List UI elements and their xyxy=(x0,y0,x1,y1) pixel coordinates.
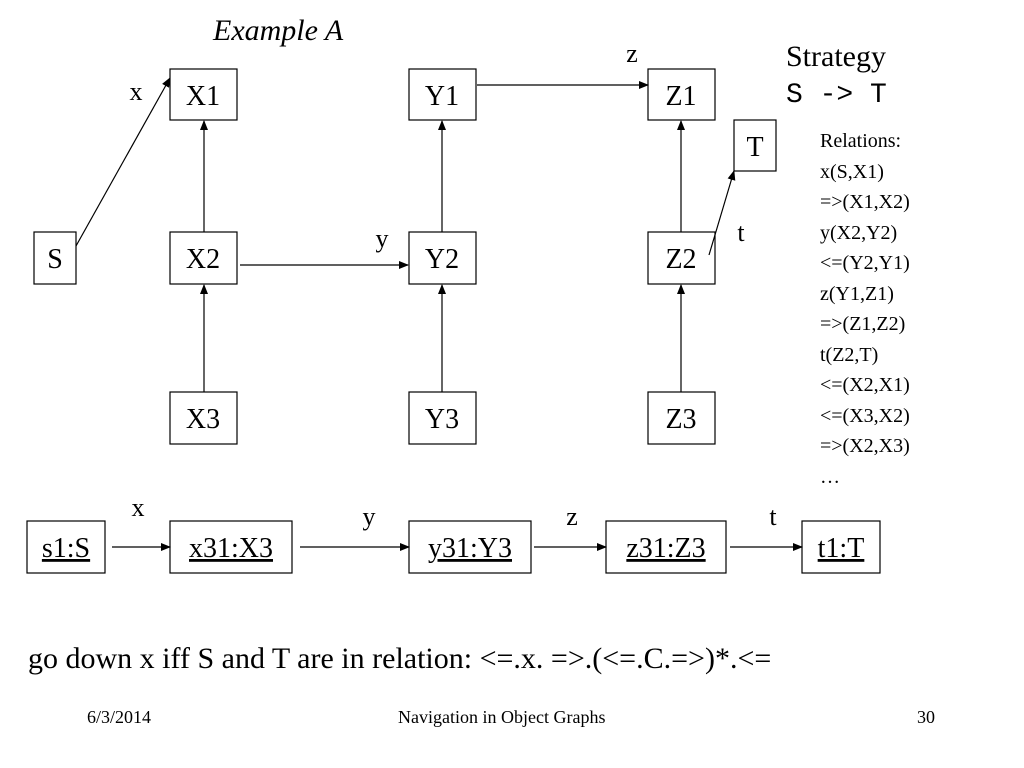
node-y1-label: Y1 xyxy=(425,81,459,112)
relations-heading: Relations: xyxy=(820,130,902,152)
object-x31-label: x31:X3 xyxy=(189,533,273,564)
object-z31-label: z31:Z3 xyxy=(626,533,705,564)
object-edge-label-t: t xyxy=(769,502,777,531)
relation-item: <=(X3,X2) xyxy=(820,404,910,427)
relation-item: <=(Y2,Y1) xyxy=(820,252,910,274)
relation-item: z(Y1,Z1) xyxy=(820,282,894,305)
node-z2-box xyxy=(647,231,716,285)
relation-item: y(X2,Y2) xyxy=(820,221,898,244)
relation-item: … xyxy=(820,465,840,488)
object-s1-box xyxy=(26,520,106,574)
strategy-expression: S -> T xyxy=(786,80,887,111)
object-edge-label-z: z xyxy=(566,502,578,531)
relation-item: =>(X1,X2) xyxy=(820,191,910,213)
slide-title: Example A xyxy=(213,14,344,47)
object-x31-box xyxy=(169,520,293,574)
node-z1-box xyxy=(647,68,716,121)
edge-label-t: t xyxy=(737,218,745,247)
edge-label-z: z xyxy=(626,39,638,68)
node-t-box xyxy=(733,119,777,172)
relation-item: t(Z2,T) xyxy=(820,343,879,366)
edge-s-x1 xyxy=(75,77,171,247)
node-s-label: S xyxy=(47,244,63,275)
footer-page-number: 30 xyxy=(917,707,935,727)
object-edge-label-y: y xyxy=(363,502,376,531)
relation-item: =>(X2,X3) xyxy=(820,435,910,457)
relations-list: Relations: x(S,X1) =>(X1,X2) y(X2,Y2) <=… xyxy=(820,126,910,492)
node-y3-label: Y3 xyxy=(425,404,459,435)
node-x1-label: X1 xyxy=(186,81,220,112)
relation-item: <=(X2,X1) xyxy=(820,374,910,396)
node-y2-label: Y2 xyxy=(425,244,459,275)
object-y31-label: y31:Y3 xyxy=(428,533,512,564)
node-s-box xyxy=(33,231,77,285)
strategy-heading: Strategy xyxy=(786,40,886,73)
node-x3-label: X3 xyxy=(186,404,220,435)
relation-item: x(S,X1) xyxy=(820,160,884,183)
object-t1-box xyxy=(801,520,881,574)
object-edge-label-x: x xyxy=(132,493,145,522)
node-t-label: T xyxy=(746,132,763,163)
object-t1-label: t1:T xyxy=(818,533,865,564)
navigation-rule-text: go down x iff S and T are in relation: <… xyxy=(28,642,772,675)
node-z3-box xyxy=(647,391,716,445)
edge-label-x: x xyxy=(130,77,143,106)
node-x2-label: X2 xyxy=(186,244,220,275)
node-x2-box xyxy=(169,231,238,285)
edge-z2-t xyxy=(708,170,736,256)
object-z31-box xyxy=(605,520,727,574)
footer-date: 6/3/2014 xyxy=(87,707,152,727)
node-y3-box xyxy=(408,391,477,445)
object-s1-label: s1:S xyxy=(42,533,90,564)
node-y2-box xyxy=(408,231,477,285)
node-x1-box xyxy=(169,68,238,121)
relation-item: =>(Z1,Z2) xyxy=(820,313,906,335)
node-z1-label: Z1 xyxy=(665,81,696,112)
footer-title: Navigation in Object Graphs xyxy=(398,707,606,727)
object-y31-box xyxy=(408,520,532,574)
node-z3-label: Z3 xyxy=(665,404,696,435)
edge-label-y: y xyxy=(376,224,389,253)
node-z2-label: Z2 xyxy=(665,244,696,275)
